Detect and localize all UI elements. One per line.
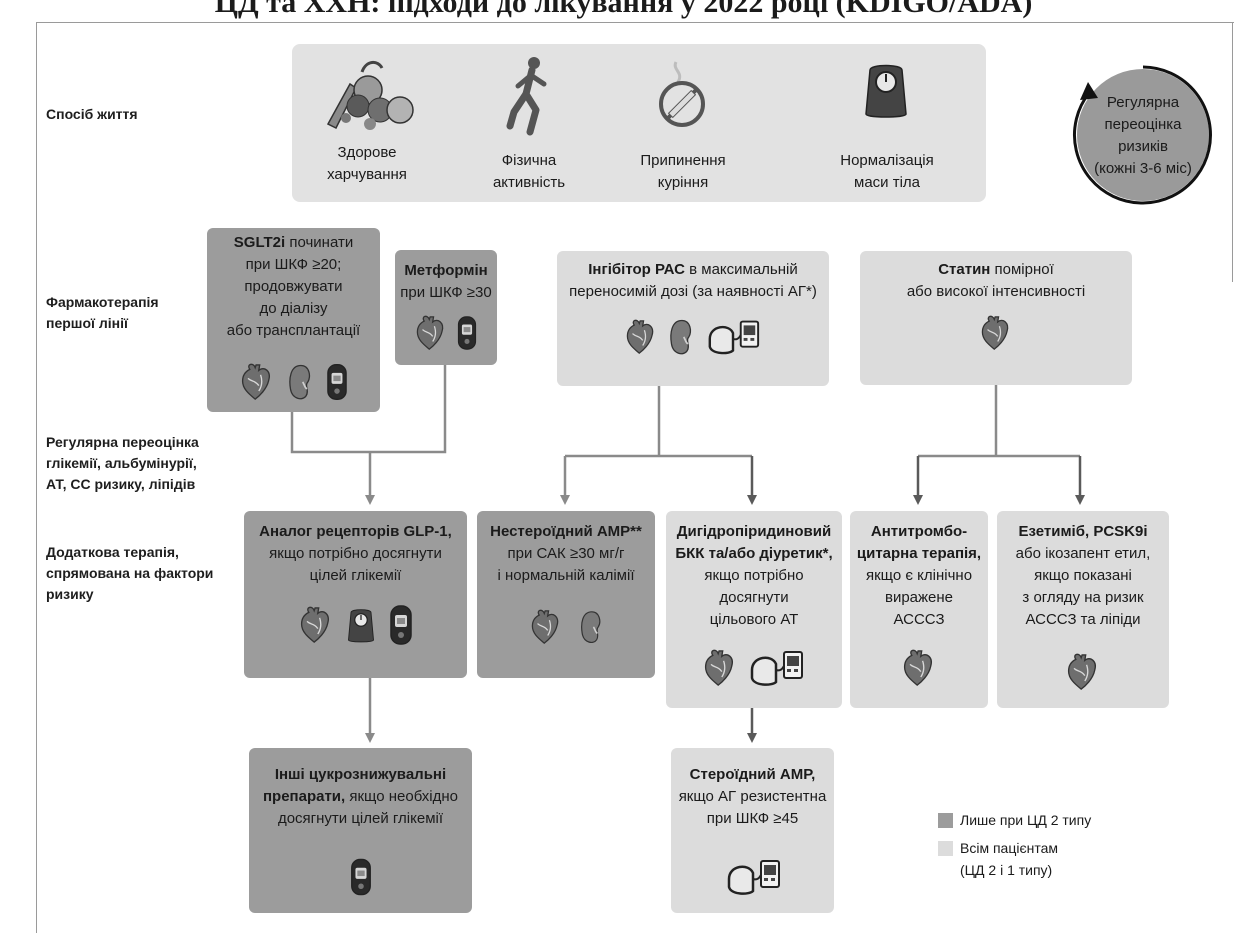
legend-swatch-type2: [938, 813, 953, 828]
glucose-meter-icon: [325, 362, 349, 402]
reassessment-cycle-icon: [1073, 65, 1212, 205]
bp-monitor-icon: [746, 647, 806, 689]
glucose-meter-icon: [388, 603, 414, 647]
fruit-vegetables-icon: [326, 61, 414, 130]
page-title: ЦД та ХХН: підходи до лікування у 2022 р…: [214, 0, 1033, 19]
legend-swatch-all: [938, 841, 953, 856]
heart-icon: [1065, 651, 1101, 693]
running-person-icon: [506, 57, 547, 136]
box-antiplatelet: Антитромбо- цитарна терапія, якщо є клін…: [850, 511, 988, 708]
heart-icon: [298, 603, 334, 647]
diagram-frame: [36, 22, 1234, 933]
box-dhp-ccb: Дигідропіридиновий БКК та/або діуретик*,…: [666, 511, 842, 708]
box-glp1: Аналог рецепторів GLP-1, якщо потрібно д…: [244, 511, 467, 678]
heart-icon: [624, 317, 658, 357]
box-sglt2i: SGLT2i починати при ШКФ ≥20; продовжуват…: [207, 228, 380, 412]
heart-icon: [239, 362, 275, 402]
box-statin: Статин помірної або високої інтенсивност…: [860, 251, 1132, 385]
legend-label-all: Всім пацієнтам(ЦД 2 і 1 типу): [960, 840, 1058, 878]
kidney-icon: [287, 362, 313, 402]
row-label-lifestyle: Спосіб життя: [46, 106, 138, 122]
bp-monitor-icon: [723, 856, 783, 898]
heart-icon: [702, 647, 738, 689]
no-smoking-icon: [659, 61, 705, 127]
legend-label-type2: Лише при ЦД 2 типу: [960, 812, 1092, 828]
kidney-icon: [579, 607, 603, 647]
box-steroidal-mra: Стероїдний АМР, якщо АГ резистентна при …: [671, 748, 834, 913]
diagram-frame-right: [1232, 22, 1233, 282]
box-ras-inhibitor: Інгібітор РАС в максимальній переносимій…: [557, 251, 829, 386]
kidney-icon: [668, 317, 694, 357]
heart-icon: [414, 314, 448, 352]
heart-icon: [901, 647, 937, 689]
box-metformin: Метформін при ШКФ ≥30: [395, 250, 497, 365]
heart-icon: [979, 313, 1013, 353]
weight-scale-icon: [346, 603, 376, 647]
legend: Лише при ЦД 2 типу Всім пацієнтам(ЦД 2 і…: [930, 800, 1118, 918]
heart-icon: [529, 607, 563, 647]
box-ezetimibe: Езетиміб, PCSK9i або ікозапент етил, якщ…: [997, 511, 1169, 708]
box-nonsteroidal-mra: Нестероїдний АМР** при САК ≥30 мг/г і но…: [477, 511, 655, 678]
glucose-meter-icon: [349, 856, 373, 898]
box-other-glucose-lowering: Інші цукрознижувальні препарати, якщо не…: [249, 748, 472, 913]
bp-monitor-icon: [704, 317, 762, 357]
glucose-meter-icon: [456, 314, 478, 352]
